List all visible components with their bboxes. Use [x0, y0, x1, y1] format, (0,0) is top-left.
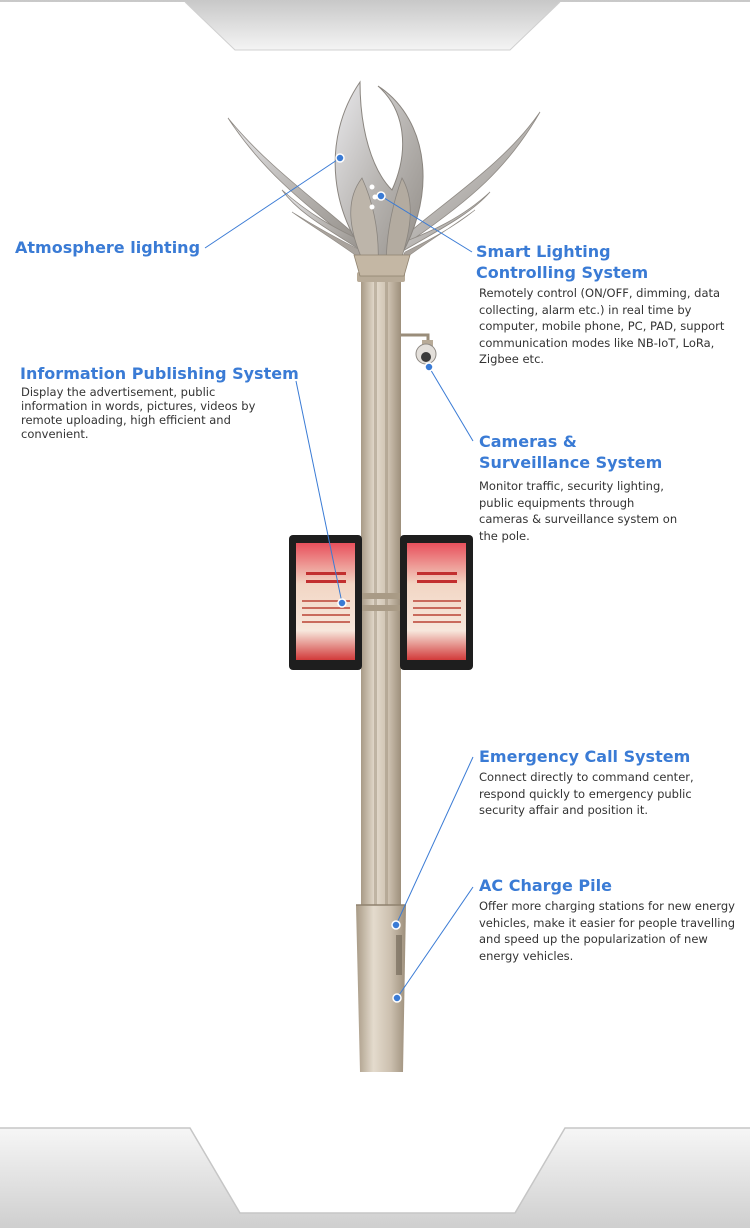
- marker-info-publishing: [337, 598, 347, 608]
- camera-device: [401, 333, 437, 365]
- leader-line-emergency: [395, 756, 474, 926]
- lamp-head: [227, 80, 541, 277]
- leader-line-cameras: [428, 366, 474, 442]
- emergency-call-description: Connect directly to command center, resp…: [479, 770, 694, 817]
- info-publishing-description: Display the advertisement, public inform…: [21, 385, 256, 441]
- top-frame-decoration: [0, 0, 750, 51]
- marker-smart-lighting: [376, 191, 386, 201]
- leader-line-atmosphere: [204, 157, 341, 249]
- marker-cameras: [424, 362, 434, 372]
- smart-lighting-description: Remotely control (ON/OFF, dimming, data …: [479, 286, 725, 366]
- pole-body: [356, 270, 406, 1072]
- display-screen-right: [400, 535, 473, 670]
- cameras-title-line1: Cameras &: [479, 432, 577, 451]
- smart-lighting-title-line2: Controlling System: [476, 263, 649, 282]
- leader-line-charge: [396, 886, 474, 999]
- ac-charge-pile-description: Offer more charging stations for new ene…: [479, 899, 736, 963]
- emergency-call-title: Emergency Call System: [479, 747, 691, 766]
- bottom-frame-decoration: [0, 1127, 750, 1228]
- marker-atmosphere: [335, 153, 345, 163]
- display-screen-left: [289, 535, 362, 670]
- leader-line-smart-lighting: [380, 195, 473, 253]
- marker-emergency: [391, 920, 401, 930]
- info-publishing-title: Information Publishing System: [20, 364, 299, 383]
- cameras-description: Monitor traffic, security lighting, publ…: [479, 479, 678, 543]
- marker-charge: [392, 993, 402, 1003]
- leader-line-info-publishing: [295, 380, 343, 604]
- cameras-title-line2: Surveillance System: [479, 453, 663, 472]
- ac-charge-pile-title: AC Charge Pile: [479, 876, 612, 895]
- atmosphere-lighting-title: Atmosphere lighting: [15, 238, 201, 257]
- smart-lighting-title-line1: Smart Lighting: [476, 242, 611, 261]
